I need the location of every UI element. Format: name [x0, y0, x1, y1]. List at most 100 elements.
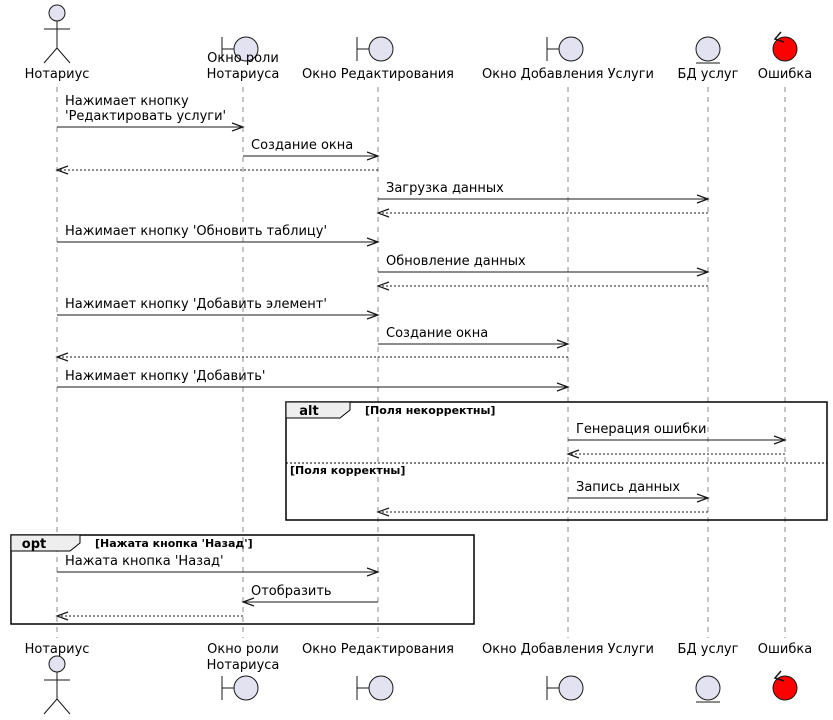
arrowhead	[55, 611, 69, 621]
boundary-circle-icon	[233, 36, 259, 62]
arrowhead	[366, 310, 380, 320]
message-label: Нажимает кнопку	[65, 94, 189, 109]
message-11	[55, 352, 568, 362]
boundary-circle-icon	[368, 675, 394, 701]
message-label: Загрузка данных	[386, 181, 504, 196]
boundary-icon	[546, 37, 559, 61]
control-arrow-icon	[773, 31, 785, 43]
arrowhead	[376, 507, 390, 517]
participant-error-top: Ошибка	[758, 31, 812, 82]
message-label: 'Редактировать услуги'	[65, 109, 226, 124]
participant-edit_window-top: Окно Редактирования	[302, 36, 454, 82]
fragment-guard: [Нажата кнопка 'Назад']	[95, 537, 253, 550]
entity-icon	[695, 36, 721, 62]
fragment-tab	[285, 401, 351, 419]
arrowhead	[376, 208, 390, 218]
arrowhead	[556, 382, 570, 392]
message-19	[55, 611, 243, 621]
participant-name: Окно Редактирования	[302, 67, 454, 82]
arrowhead	[366, 151, 380, 161]
participant-name: Окно роли	[207, 51, 279, 66]
participant-name: Окно Добавления Услуги	[482, 67, 654, 82]
message-10: Создание окна	[378, 326, 570, 349]
fragment-opt: opt [Нажата кнопка 'Назад']	[10, 534, 475, 625]
message-17: Нажата кнопка 'Назад'	[57, 554, 380, 577]
participant-notary-bottom: Нотариус	[25, 642, 90, 715]
participant-name: Нотариус	[25, 67, 90, 82]
control-arrow-icon	[773, 670, 785, 682]
arrowhead	[55, 165, 69, 175]
message-6: Нажимает кнопку 'Обновить таблицу'	[57, 224, 380, 247]
message-4: Загрузка данных	[378, 181, 710, 204]
participant-name: Нотариуса	[207, 67, 280, 82]
participant-name: БД услуг	[678, 67, 739, 82]
participant-notary-top: Нотариус	[25, 4, 90, 82]
fragment-tab	[10, 534, 81, 552]
arrowhead	[241, 597, 255, 607]
message-label: Нажата кнопка 'Назад'	[65, 554, 224, 569]
message-8	[376, 281, 708, 291]
participant-name: Нотариус	[25, 642, 90, 657]
participant-name: Нотариуса	[207, 658, 280, 673]
boundary-icon	[546, 676, 559, 700]
arrowhead	[231, 122, 245, 132]
message-label: Запись данных	[576, 480, 680, 495]
message-label: Нажимает кнопку 'Обновить таблицу'	[65, 224, 327, 239]
fragment-frames: alt[Поля некорректны][Поля корректны] opt…	[10, 401, 828, 625]
fragment-keyword: alt	[299, 404, 318, 419]
boundary-icon	[356, 676, 369, 700]
boundary-circle-icon	[368, 36, 394, 62]
participant-add_window-bottom: Окно Добавления Услуги	[482, 642, 654, 701]
fragment-frame	[285, 401, 828, 521]
message-14	[566, 449, 785, 459]
message-2: Создание окна	[243, 138, 380, 161]
message-7: Обновление данных	[378, 254, 710, 277]
messages: Нажимает кнопку'Редактировать услуги' Соз…	[55, 94, 787, 621]
arrowhead	[696, 267, 710, 277]
participant-name: Ошибка	[758, 67, 812, 82]
boundary-circle-icon	[558, 675, 584, 701]
message-label: Создание окна	[251, 138, 353, 153]
actor-icon	[48, 655, 66, 673]
actor-body-icon	[43, 21, 71, 64]
message-label: Отобразить	[251, 584, 332, 599]
message-label: Нажимает кнопку 'Добавить'	[65, 369, 265, 384]
arrowhead	[556, 339, 570, 349]
fragment-else-guard: [Поля корректны]	[290, 464, 405, 477]
participant-name: Окно роли	[207, 642, 279, 657]
message-9: Нажимает кнопку 'Добавить элемент'	[57, 297, 380, 320]
lifelines	[56, 87, 786, 638]
boundary-circle-icon	[233, 675, 259, 701]
message-label: Создание окна	[386, 326, 488, 341]
arrowhead	[696, 493, 710, 503]
participant-name: Ошибка	[758, 642, 812, 657]
participant-db-bottom: БД услуг	[678, 642, 739, 703]
boundary-icon	[221, 37, 234, 61]
message-3	[55, 165, 378, 175]
participant-edit_window-bottom: Окно Редактирования	[302, 642, 454, 701]
message-label: Генерация ошибки	[576, 422, 707, 437]
arrowhead	[566, 449, 580, 459]
fragment-alt: alt[Поля некорректны][Поля корректны]	[285, 401, 828, 521]
boundary-circle-icon	[558, 36, 584, 62]
participant-name: Окно Редактирования	[302, 642, 454, 657]
message-12: Нажимает кнопку 'Добавить'	[57, 369, 570, 392]
message-1: Нажимает кнопку'Редактировать услуги'	[57, 94, 245, 132]
message-18: Отобразить	[241, 584, 378, 607]
message-13: Генерация ошибки	[568, 422, 787, 445]
boundary-icon	[221, 676, 234, 700]
control-icon	[772, 36, 798, 62]
message-label: Обновление данных	[386, 254, 526, 269]
actor-body-icon	[43, 672, 71, 715]
message-16	[376, 507, 708, 517]
actor-icon	[48, 4, 66, 22]
message-label: Нажимает кнопку 'Добавить элемент'	[65, 297, 327, 312]
fragment-frame	[10, 534, 475, 625]
message-15: Запись данных	[568, 480, 710, 503]
participant-error-bottom: Ошибка	[758, 642, 812, 701]
fragment-keyword: opt	[22, 537, 46, 552]
